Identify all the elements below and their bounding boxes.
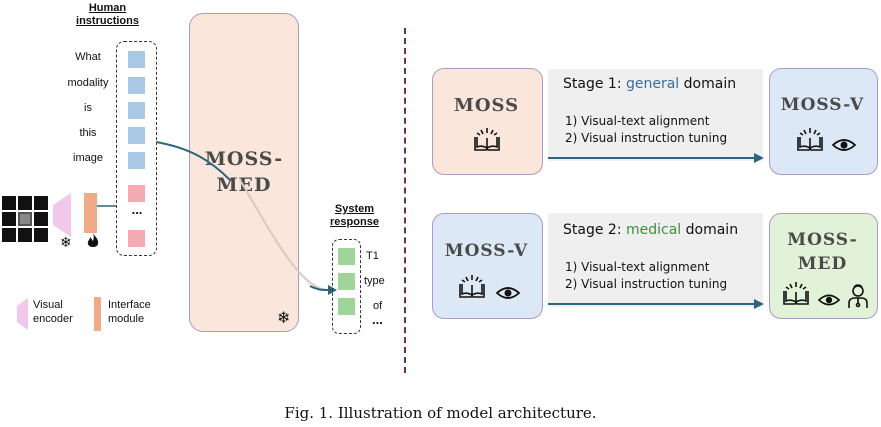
instruction-word: is [84, 102, 92, 114]
model-flow-curves [155, 141, 337, 295]
stage2-title: Stage 2: medical domain [563, 222, 739, 238]
stage2-box [548, 213, 763, 307]
token-ellipsis: ... [131, 202, 143, 217]
response-ellipsis: ... [372, 312, 383, 327]
moss-v-model-box-stage2 [432, 213, 543, 319]
eye-icon [831, 137, 857, 156]
visual-encoder-block [53, 193, 73, 241]
system-response-title: System response [330, 203, 379, 228]
legend-interface-module-label: Interface module [108, 299, 151, 325]
moss-med-model-box-stage2 [769, 213, 878, 319]
image-token [128, 230, 145, 247]
text-token [128, 102, 145, 119]
legend-interface-module-swatch [94, 297, 101, 331]
moss-model-box [432, 68, 543, 175]
response-word: T1 [366, 250, 379, 262]
instruction-word: modality [67, 77, 109, 89]
book-icon [782, 280, 810, 310]
image-token [128, 185, 145, 202]
moss-med-label-stage2: MOSS- MED [787, 230, 858, 274]
panel-divider [404, 28, 406, 373]
stage1-step2: 2) Visual instruction tuning [565, 131, 728, 145]
moss-v-model-box-stage1 [769, 68, 878, 175]
encoder-to-tokens-arrow [97, 205, 116, 207]
text-token [128, 77, 145, 94]
interface-module-block [84, 193, 97, 233]
response-word: type [364, 275, 385, 287]
eye-icon [495, 285, 521, 304]
book-icon [473, 126, 501, 156]
instruction-word: this [79, 127, 97, 139]
stage2-domain-word: medical [625, 222, 682, 238]
text-token [128, 51, 145, 68]
moss-label: MOSS [453, 95, 520, 116]
stage2-step1: 1) Visual-text alignment [565, 260, 710, 274]
response-token-column [332, 239, 361, 334]
stage1-box [548, 69, 763, 161]
instruction-word: image [73, 152, 103, 164]
legend-visual-encoder-swatch [17, 298, 29, 334]
response-token [338, 298, 355, 315]
snowflake-icon: ❄ [60, 235, 72, 251]
stage1-arrow [548, 153, 764, 163]
input-token-column: ... [116, 41, 157, 256]
human-instructions-title: Human instructions [76, 2, 139, 27]
snowflake-icon: ❄ [277, 308, 291, 327]
response-word: of [373, 300, 383, 312]
legend-visual-encoder-label: Visual encoder [33, 299, 73, 325]
stage1-domain-word: general [625, 76, 680, 92]
moss-med-model-box [189, 13, 299, 332]
eye-icon [817, 292, 841, 311]
book-icon [796, 126, 824, 156]
instruction-word: What [75, 51, 101, 63]
doctor-icon [847, 283, 869, 313]
response-token [338, 248, 355, 265]
text-token [128, 127, 145, 144]
moss-v-label-stage2: MOSS-V [444, 241, 529, 261]
stage2-arrow [548, 299, 764, 309]
response-token [338, 273, 355, 290]
figure-caption: Fig. 1. Illustration of model architectu… [284, 404, 597, 422]
stage2-step2: 2) Visual instruction tuning [565, 277, 728, 291]
moss-v-label-stage1: MOSS-V [780, 95, 865, 115]
text-token [128, 152, 145, 169]
input-image-patches [2, 196, 48, 242]
flame-icon [86, 233, 100, 253]
stage1-title: Stage 1: general domain [563, 76, 737, 92]
stage1-step1: 1) Visual-text alignment [565, 114, 710, 128]
book-icon [458, 273, 486, 303]
